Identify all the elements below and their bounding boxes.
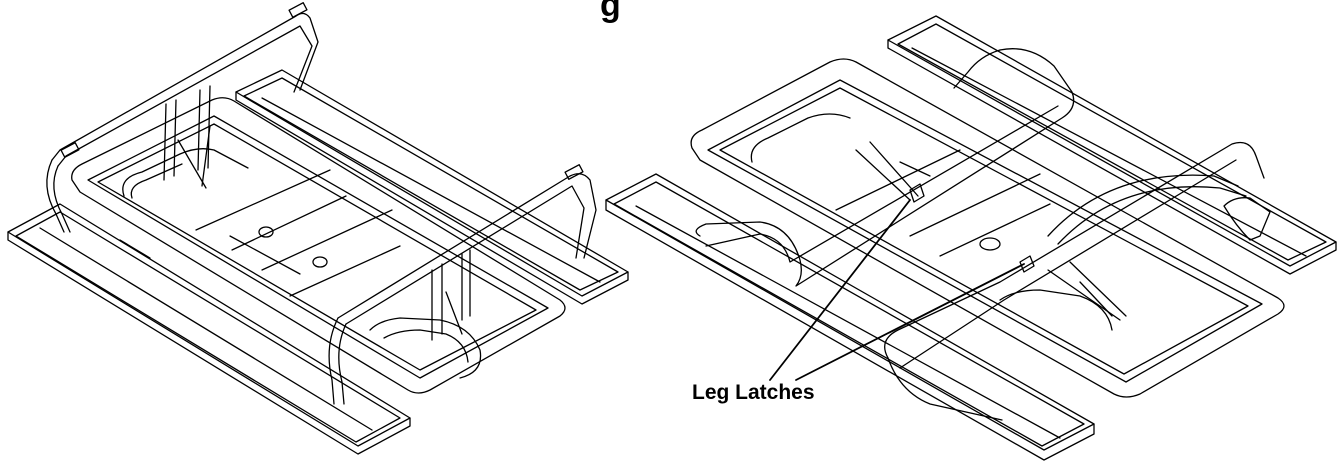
right-upper-leg-frame [695, 48, 1271, 287]
left-table-assembly [7, 2, 629, 455]
leg-latches-label: Leg Latches [692, 381, 815, 404]
left-upper-leg-frame [46, 2, 319, 233]
left-bench-front [7, 203, 411, 455]
left-bench-back [235, 69, 629, 305]
right-table-assembly [605, 15, 1337, 461]
right-lower-leg-frame [884, 141, 1265, 421]
right-table-top [690, 58, 1285, 398]
left-table-top [71, 97, 566, 394]
left-lower-leg-frame [328, 164, 597, 405]
cropped-heading-fragment: g [600, 0, 621, 24]
leg-latch-leader-lines [769, 199, 1025, 381]
right-bench-front [605, 173, 1095, 461]
